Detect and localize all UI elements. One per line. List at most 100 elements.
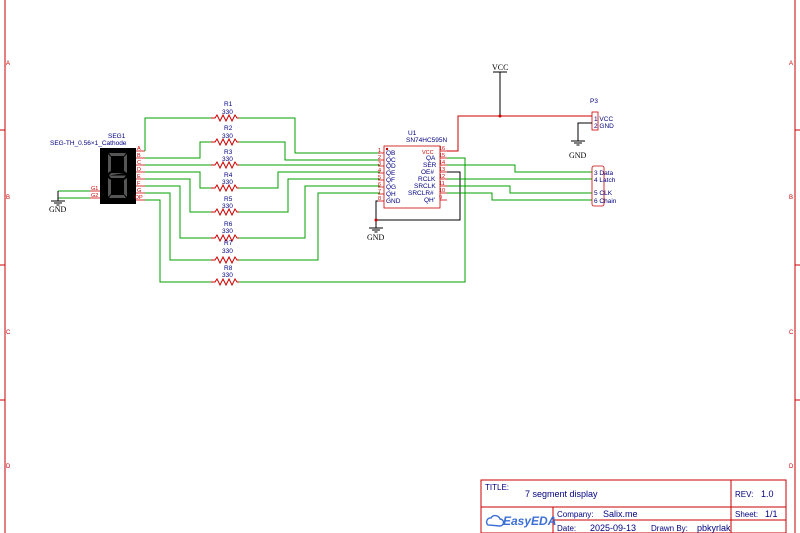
header-connector[interactable]: 3 Data 4 Latch 5 CLK 6 Chain <box>447 164 617 207</box>
chip-pin-9-num: 9 <box>439 195 442 201</box>
r5-value: 330 <box>222 203 233 210</box>
row-label-c: C <box>6 330 11 336</box>
chip-pin-srclk: SRCLK <box>414 183 436 190</box>
r7-ref: R7 <box>224 240 233 247</box>
r6-ref: R6 <box>224 221 233 228</box>
chip-pin-oe: OE# <box>421 169 434 176</box>
chip-pin-2-num: 2 <box>378 155 381 161</box>
date-value: 2025-09-13 <box>590 523 636 533</box>
chip-pin-10-num: 10 <box>439 188 445 194</box>
rev-value: 1.0 <box>761 489 774 499</box>
display-gnd-label: GND <box>49 205 67 214</box>
row-label-b: B <box>6 195 10 201</box>
r3-value: 330 <box>222 156 233 163</box>
r7-value: 330 <box>222 248 233 255</box>
chip-pin-gnd: GND <box>386 198 401 205</box>
display-ref: SEG1 <box>108 133 126 140</box>
seg-pin-b: B <box>137 153 141 159</box>
chip-pin-qc: QC <box>386 157 396 164</box>
seg-pin-g: G <box>137 188 141 194</box>
resistor-r4[interactable]: R4 330 <box>211 172 239 193</box>
chip-pin-3-num: 3 <box>378 161 381 167</box>
r5-ref: R5 <box>224 196 233 203</box>
chip-pin-qh-prime: QH' <box>424 197 435 204</box>
chip-pin-16-num: 16 <box>439 146 445 152</box>
row-label-a: A <box>6 61 10 67</box>
vcc-label: VCC <box>492 63 508 72</box>
seg-pin-dp: DP <box>135 195 143 201</box>
row-label-d: D <box>6 464 11 470</box>
date-label: Date: <box>557 524 576 533</box>
seg-pin-f: F <box>137 181 141 187</box>
chip-pin-11-num: 11 <box>439 181 445 187</box>
chip-pin-qd: QD <box>386 163 396 170</box>
shift-register-chip[interactable]: U1 SN74HC595N 1 QB 2 QC 3 QD <box>378 130 447 209</box>
row-label-a-right: A <box>789 61 793 67</box>
chip-pin-ser: SER <box>423 162 437 169</box>
display-value: SEG-TH_0.56×1_Cathode <box>50 140 127 147</box>
chip-pin-5-num: 5 <box>378 175 381 181</box>
title-block: TITLE: 7 segment display REV: 1.0 EasyED… <box>480 479 787 533</box>
chip-pin-4-num: 4 <box>378 168 381 174</box>
row-label-d-right: D <box>789 464 794 470</box>
seven-segment-display[interactable]: SEG1 SEG-TH_0.56×1_Cathode A B C <box>50 133 145 204</box>
chip-ground: GND <box>367 171 461 242</box>
chip-pin-12-num: 12 <box>439 174 445 180</box>
title-value: 7 segment display <box>525 489 598 499</box>
r1-ref: R1 <box>224 101 233 108</box>
chip-part: SN74HC595N <box>406 137 447 144</box>
p3-pin-1: 1 VCC <box>594 116 613 123</box>
r2-value: 330 <box>222 133 233 140</box>
chip-pin-15-num: 15 <box>439 153 445 159</box>
chip-pin-qe: QE <box>386 170 396 177</box>
rev-label: REV: <box>735 490 753 499</box>
chip-pin-14-num: 14 <box>439 160 445 166</box>
resistor-r3[interactable]: R3 330 <box>211 149 239 170</box>
seg-pin-g1: G1 <box>91 186 98 192</box>
r4-ref: R4 <box>224 172 233 179</box>
r3-ref: R3 <box>224 149 233 156</box>
chip-pin-6-num: 6 <box>378 182 381 188</box>
r8-value: 330 <box>222 272 233 279</box>
seg-pin-d: D <box>137 167 141 173</box>
p3-power-connector[interactable]: P3 1 VCC 2 GND GND <box>569 98 614 160</box>
header-pin-latch: 4 Latch <box>594 177 616 184</box>
resistor-r5[interactable]: R5 330 <box>211 196 239 217</box>
seg-pin-c: C <box>137 160 141 166</box>
p3-pin-2: 2 GND <box>594 123 614 130</box>
resistor-r1[interactable]: R1 330 <box>211 101 239 123</box>
row-label-b-right: B <box>789 195 793 201</box>
vcc-net: VCC <box>447 63 592 152</box>
p3-ref: P3 <box>590 98 598 105</box>
resistor-r6[interactable]: R6 330 <box>211 221 239 243</box>
resistor-r7[interactable]: R7 330 <box>211 240 239 265</box>
r8-ref: R8 <box>224 265 233 272</box>
chip-pin-13-num: 13 <box>439 167 445 173</box>
header-pin-clk: 5 CLK <box>594 190 613 197</box>
seg-pin-a: A <box>137 146 141 152</box>
easyeda-cloud-icon <box>485 514 505 527</box>
p3-gnd-label: GND <box>569 151 587 160</box>
sheet-value: 1/1 <box>765 509 778 519</box>
r2-ref: R2 <box>224 125 233 132</box>
drawn-by-label: Drawn By: <box>651 524 688 533</box>
chip-pin-7-num: 7 <box>378 189 381 195</box>
title-label: TITLE: <box>485 483 509 492</box>
chip-body <box>383 145 441 209</box>
resistor-r8[interactable]: R8 330 <box>211 265 239 287</box>
chip-pin-qg: QG <box>386 184 396 191</box>
seg-pin-e: E <box>137 174 141 180</box>
chip-ref: U1 <box>408 130 417 137</box>
header-pin-data: 3 Data <box>594 170 614 177</box>
chip-gnd-label: GND <box>367 233 385 242</box>
row-label-c-right: C <box>789 330 794 336</box>
company-label: Company: <box>557 510 593 519</box>
chip-pin-1-num: 1 <box>378 148 381 154</box>
chip-pin-qh: QH <box>386 191 396 198</box>
r4-value: 330 <box>222 179 233 186</box>
resistor-r2[interactable]: R2 330 <box>211 125 239 147</box>
chip-pin-8-num: 8 <box>378 196 381 202</box>
drawn-by-value: pbkyrlak <box>697 523 731 533</box>
